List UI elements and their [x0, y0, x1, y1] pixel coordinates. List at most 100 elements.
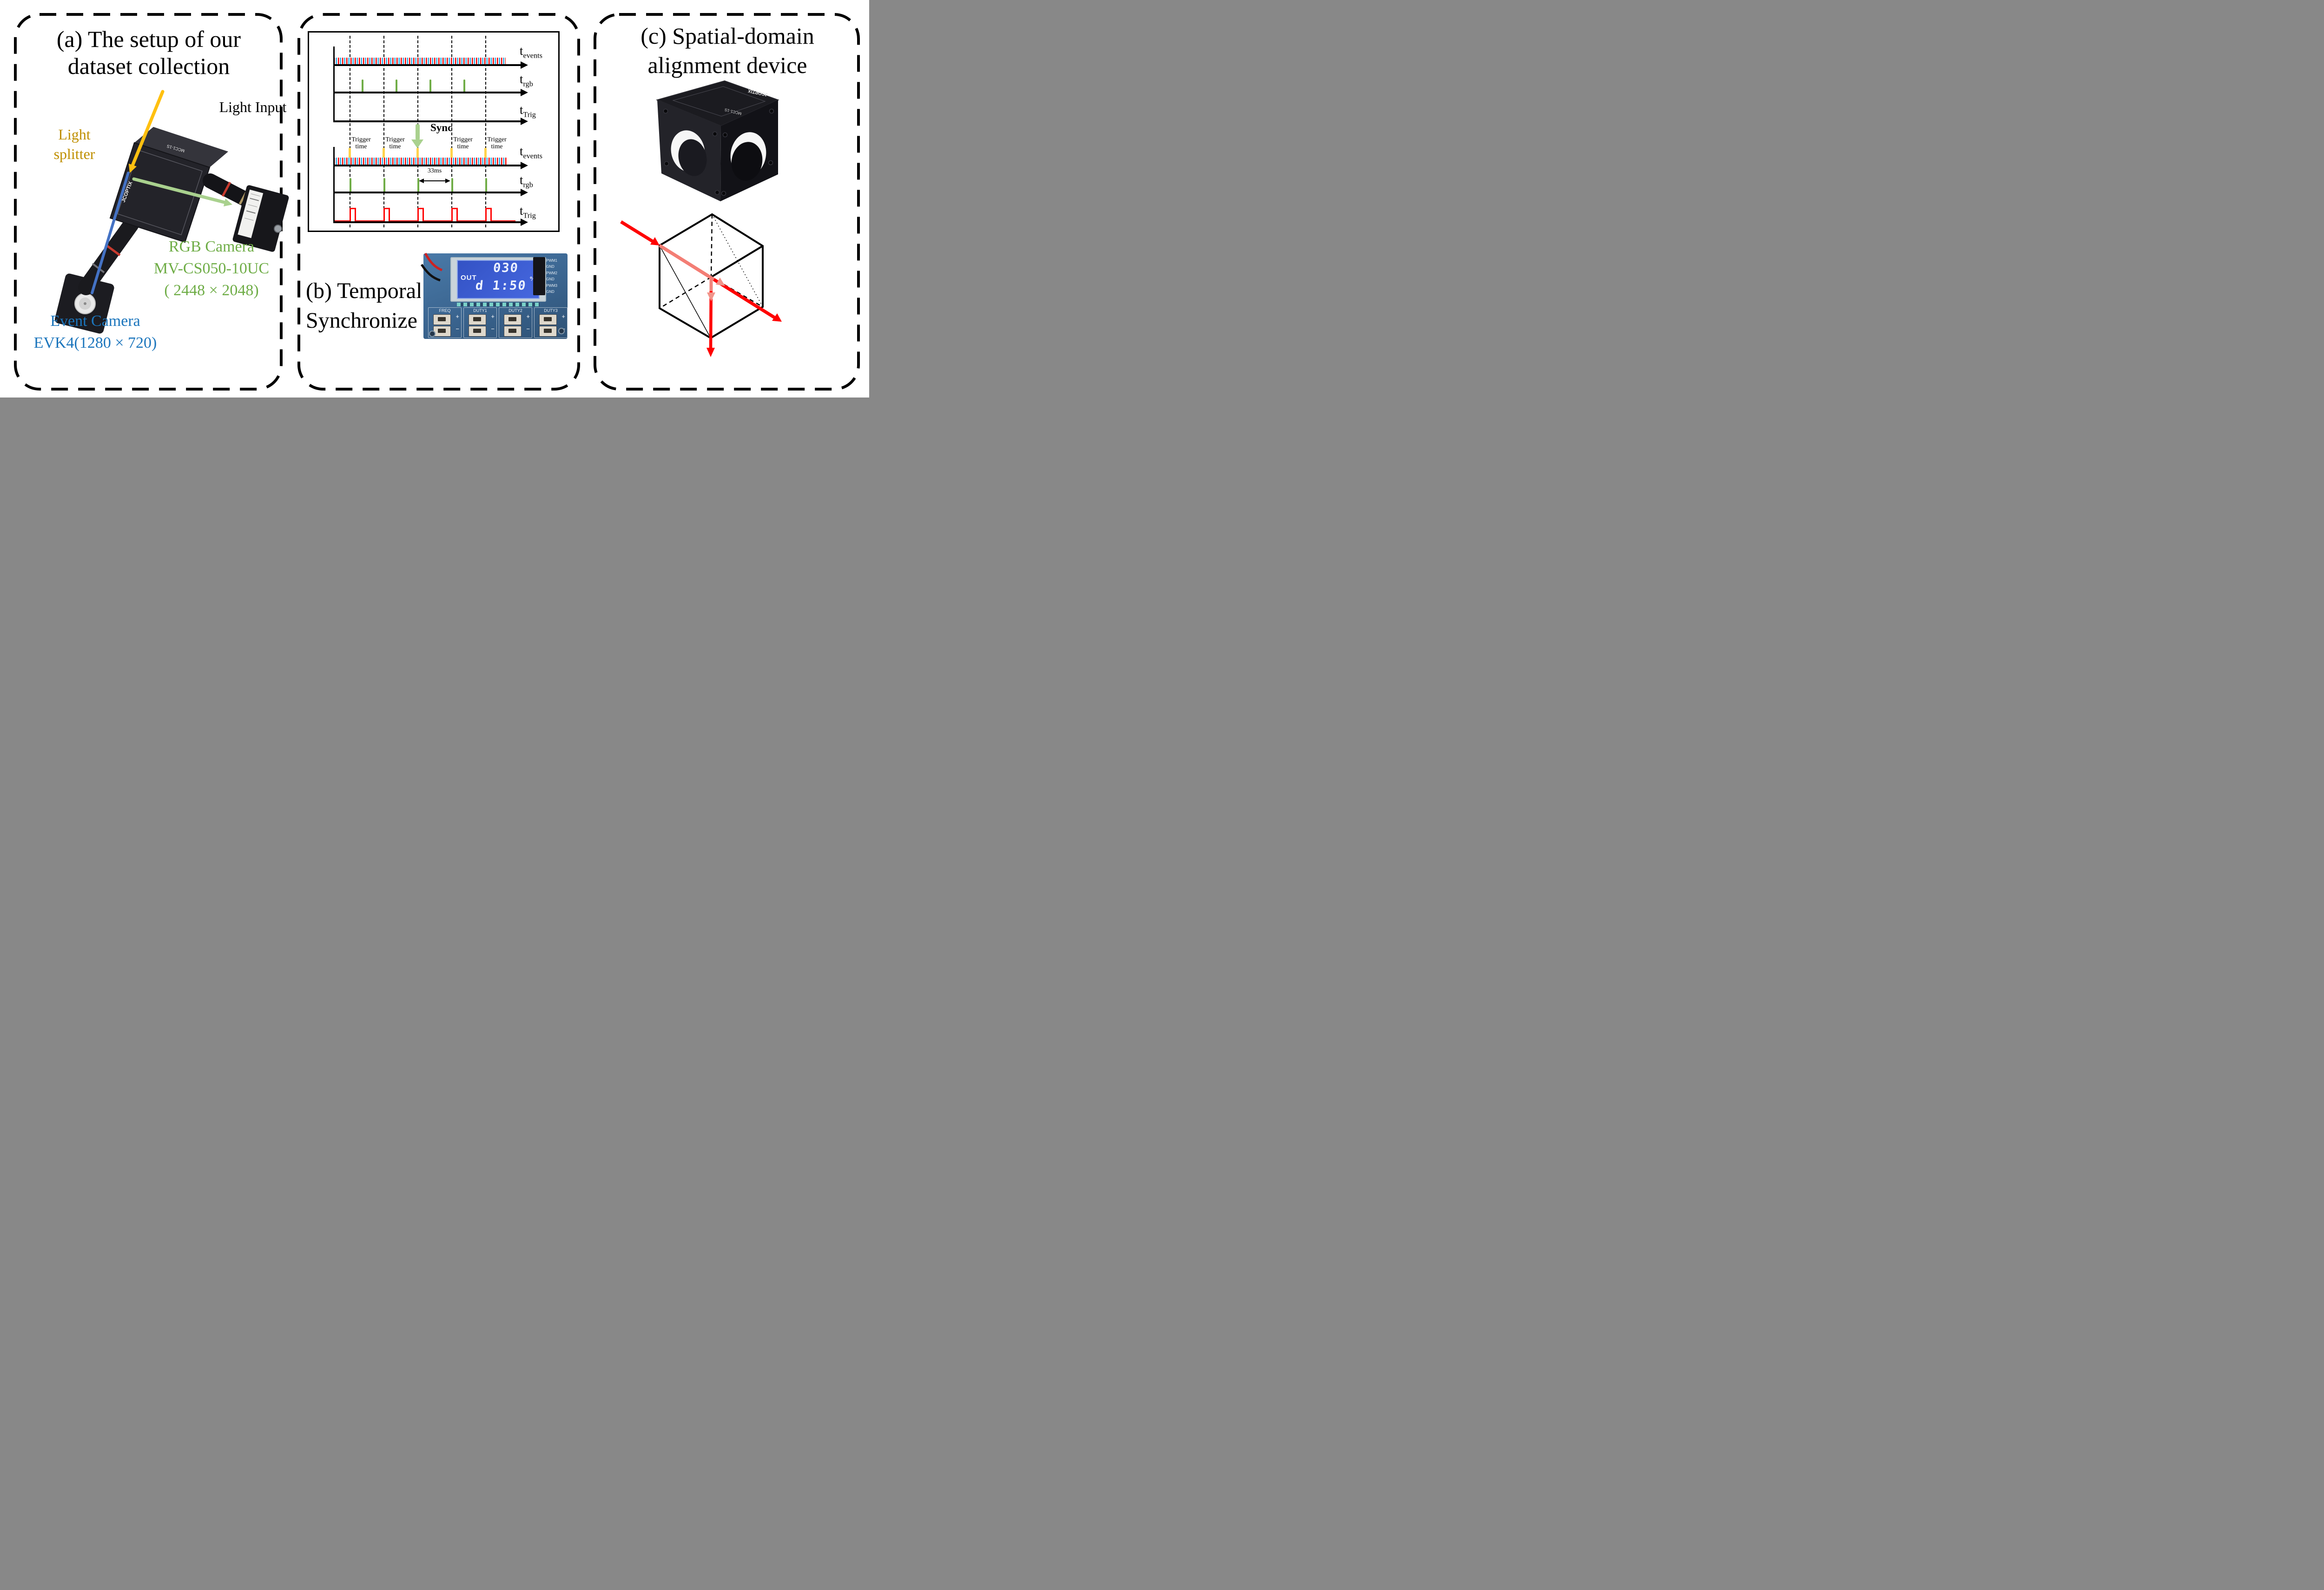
plus-sign: +: [526, 313, 530, 320]
pin-label-gnd-5: GND: [546, 290, 555, 294]
tact-button: [433, 314, 451, 325]
power-wires: [421, 252, 442, 282]
trigger-gridline: [383, 36, 384, 227]
timeline-rgb-top: [333, 92, 522, 93]
lcd-out-label: OUT: [461, 274, 477, 282]
lcd-duty-value: d 1:50: [475, 278, 528, 293]
timeline-events-top: [333, 64, 522, 66]
trigger-time-pulse: [450, 148, 453, 166]
light-input-label: Light Input: [219, 99, 287, 115]
timeline-events-bottom: [333, 165, 522, 166]
rgb-frame-pulse: [429, 80, 431, 93]
label-t-rgb-top: trgb: [520, 72, 533, 88]
label-t-events-bottom: tevents: [520, 144, 542, 160]
event-light-path: [91, 172, 130, 294]
mounting-hole: [558, 328, 565, 334]
button-group-duty2: DUTY2 + −: [499, 307, 532, 338]
rgb-frame-pulse: [417, 178, 419, 192]
rgb-frame-pulse: [485, 178, 487, 192]
figure-canvas: MCC1-1S JCOPTIX: [0, 0, 869, 398]
panel-a-title-line1: (a) The setup of our: [56, 26, 241, 52]
tact-button: [433, 326, 451, 337]
timeline-trig-bottom: [333, 221, 522, 223]
axis-bottom-group: [333, 147, 335, 222]
trigger-time-pulse: [383, 148, 385, 166]
trigger-time-pulse: [416, 148, 419, 166]
label-t-trig-bottom: tTrig: [520, 204, 536, 220]
label-t-events-top: tevents: [520, 44, 542, 60]
tact-button: [539, 326, 557, 337]
tact-button: [469, 326, 486, 337]
lcd-screen: [457, 260, 540, 299]
rgb-frame-pulse: [350, 178, 351, 192]
trig-pulse: [417, 208, 424, 222]
rgb-frame-pulse: [463, 80, 465, 93]
pin-label-pwm2-2: PWM2: [546, 271, 557, 275]
trig-pulse: [350, 208, 356, 222]
beam-splitter-schematic: [620, 213, 782, 357]
tact-button: [469, 314, 486, 325]
button-group-freq: FREQ + −: [428, 307, 462, 338]
input-beam: [620, 220, 654, 243]
trig-low-segment: [492, 220, 515, 222]
event-camera-label: Event Camera EVK4(1280 × 720): [33, 312, 157, 351]
button-group-label: DUTY1: [473, 308, 487, 313]
rgb-light-path: [132, 177, 228, 205]
event-spike-train-unsynced: [334, 58, 506, 65]
pin-header: [533, 257, 545, 295]
event-spike-train-synced: [334, 158, 507, 166]
sync-label: Sync: [430, 122, 453, 133]
interval-33ms-label: 33ms: [427, 167, 442, 174]
rgb-frame-pulse: [396, 80, 397, 93]
trig-low-segment: [334, 220, 350, 222]
lcd-frequency-value: 030: [492, 261, 520, 275]
plus-sign: +: [456, 313, 459, 320]
button-group-label: FREQ: [439, 308, 451, 313]
mounting-hole: [429, 331, 436, 337]
button-group-label: DUTY2: [508, 308, 522, 313]
rgb-frame-pulse: [451, 178, 453, 192]
rgb-camera-connector: [274, 225, 282, 233]
rgb-camera-body: [232, 185, 289, 252]
minus-sign: −: [491, 325, 495, 332]
panel-a-title-line2: dataset collection: [67, 53, 230, 79]
panel-b-border: [297, 13, 580, 391]
rgb-frame-pulse: [362, 80, 363, 93]
rgb-camera-label: RGB Camera MV-CS050-10UC ( 2448 × 2048): [153, 238, 270, 299]
trigger-time-pulse: [484, 148, 487, 166]
trig-low-segment: [356, 220, 383, 222]
panel-c-title: (c) Spatial-domain alignment device: [597, 21, 858, 80]
plus-sign: +: [491, 313, 495, 320]
minus-sign: −: [456, 325, 459, 332]
timing-diagram-box: [308, 31, 560, 232]
light-splitter-label: Light splitter: [53, 126, 95, 163]
lens-red-ring: [105, 244, 121, 257]
minus-sign: −: [526, 325, 530, 332]
sync-arrowhead: [411, 139, 423, 148]
trigger-gridline: [485, 36, 486, 227]
panel-c-title-line1: (c) Spatial-domain: [640, 23, 814, 49]
panel-c-border: [594, 13, 860, 391]
trigger-time-pulse: [349, 148, 351, 166]
interval-double-arrow: [419, 179, 450, 183]
figure-base-art: MCC1-1S JCOPTIX: [14, 13, 860, 391]
trig-pulse: [485, 208, 492, 222]
rgb-frame-pulse: [383, 178, 385, 192]
pin-label-gnd-3: GND: [546, 277, 555, 282]
label-t-rgb-bottom: trgb: [520, 173, 533, 189]
axis-top-group: [333, 46, 335, 121]
pin-label-gnd-1: GND: [546, 265, 555, 269]
camera-rig-photo: MCC1-1S JCOPTIX: [54, 90, 289, 334]
panel-b-title-line2: Synchronize: [306, 308, 417, 333]
button-group-duty1: DUTY1 + −: [463, 307, 497, 338]
timeline-trig-top: [333, 120, 522, 122]
trig-low-segment: [390, 220, 417, 222]
panel-b-title-line1: (b) Temporal: [306, 278, 423, 303]
label-t-trig-top: tTrig: [520, 103, 536, 119]
